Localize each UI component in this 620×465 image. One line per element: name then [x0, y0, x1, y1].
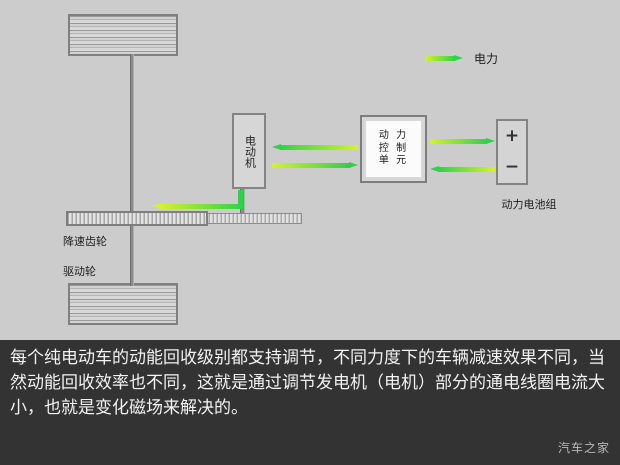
- tire-bottom: [68, 283, 178, 325]
- legend-label: 电力: [474, 52, 499, 66]
- battery-caption: 动力电池组: [501, 198, 557, 211]
- arrow-shaft: [160, 204, 243, 209]
- arrow-motor-to-pcu: [272, 162, 358, 169]
- legend-right-arrow-icon: [425, 55, 463, 62]
- drive-wheel-label: 驱动轮: [63, 265, 96, 278]
- battery-box: + −: [496, 119, 528, 185]
- legend-arrow-shaft: [425, 56, 455, 61]
- arrow-shaft: [430, 139, 487, 144]
- arrow-head: [430, 166, 439, 172]
- arrow-shaft: [438, 167, 495, 172]
- battery-positive-symbol: +: [504, 126, 520, 146]
- arrow-pcu-to-battery: [430, 138, 495, 145]
- tire-top: [68, 14, 178, 56]
- arrow-pcu-to-motor: [272, 144, 358, 151]
- arrow-head: [272, 144, 281, 150]
- power-control-unit-box: 动 力 控 制 单 元: [360, 115, 427, 183]
- arrow-head: [349, 162, 358, 168]
- arrow-shaft: [272, 163, 350, 168]
- motor-label: 电动机: [243, 134, 257, 168]
- arrow-battery-to-pcu: [430, 166, 495, 173]
- power-control-unit-inner: 动 力 控 制 单 元: [365, 120, 422, 178]
- arrow-head: [486, 138, 495, 144]
- battery-negative-symbol: −: [504, 157, 520, 177]
- reduction-gear-large: [66, 211, 208, 226]
- watermark: 汽车之家: [557, 441, 610, 455]
- arrow-shaft: [280, 145, 358, 150]
- power-control-unit-label: 动 力 控 制 单 元: [378, 129, 409, 167]
- arrow-motor-to-gear-horizontal: [152, 203, 243, 210]
- reduction-gear-small: [204, 213, 302, 224]
- reduction-gear-label: 降速齿轮: [63, 235, 107, 248]
- caption-bar: 每个纯电动车的动能回收级别都支持调节，不同力度下的车辆减速效果不同，当然动能回收…: [0, 340, 620, 465]
- arrow-motor-to-gear-vertical: [238, 190, 243, 208]
- caption-text: 每个纯电动车的动能回收级别都支持调节，不同力度下的车辆减速效果不同，当然动能回收…: [10, 348, 605, 418]
- arrow-head: [152, 203, 161, 209]
- drive-axle: [130, 54, 134, 286]
- legend: 电力: [425, 50, 498, 67]
- ev-regen-diagram: 电动机 动 力 控 制 单 元 + − 动力电池组 降速齿轮 驱动轮 电力: [63, 14, 557, 325]
- motor-box: 电动机: [232, 113, 266, 189]
- legend-arrow-head: [454, 55, 463, 61]
